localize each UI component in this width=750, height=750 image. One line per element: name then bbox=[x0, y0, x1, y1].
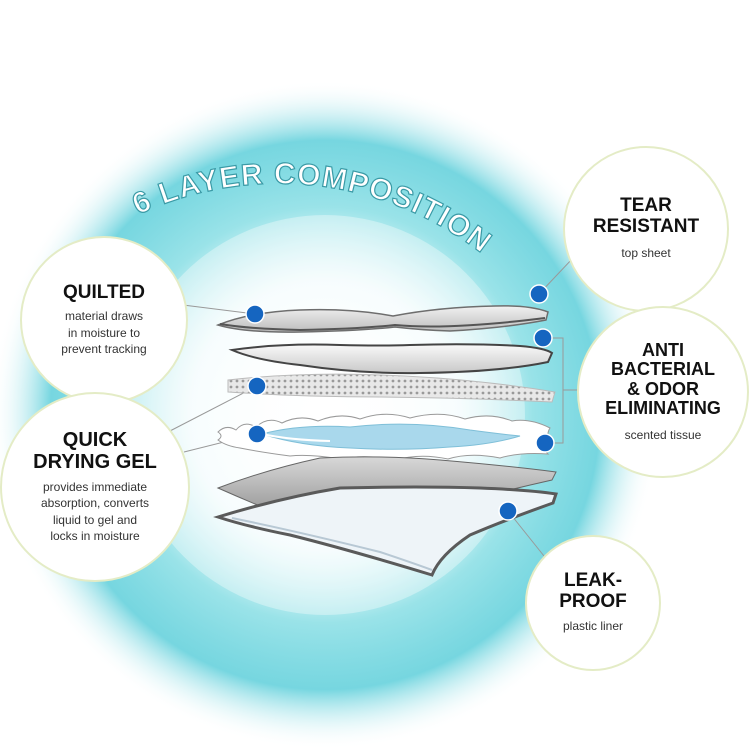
callout-tear-resistant: TEAR RESISTANT top sheet bbox=[563, 146, 729, 312]
layer-quilted-sheet bbox=[228, 343, 554, 375]
callout-quilted: QUILTED material draws in moisture to pr… bbox=[20, 236, 188, 404]
callout-heading: TEAR RESISTANT bbox=[592, 195, 700, 237]
callout-description: plastic liner bbox=[562, 619, 624, 634]
layer-mesh-tissue bbox=[227, 373, 556, 403]
callout-description: top sheet bbox=[621, 246, 671, 261]
callout-leak-proof: LEAK- PROOF plastic liner bbox=[525, 535, 661, 671]
callout-anti-bacterial: ANTI BACTERIAL & ODOR ELIMINATING scente… bbox=[577, 306, 749, 478]
callout-description: scented tissue bbox=[624, 427, 702, 442]
callout-heading: QUILTED bbox=[63, 281, 145, 303]
callout-dots bbox=[245, 284, 555, 521]
callout-heading: LEAK- PROOF bbox=[559, 570, 627, 612]
layer-plastic-liner bbox=[213, 485, 558, 577]
callout-quick-drying-gel: QUICK DRYING GEL provides immediate abso… bbox=[0, 392, 190, 582]
teal-glow bbox=[0, 80, 660, 750]
callout-heading: ANTI BACTERIAL & ODOR ELIMINATING bbox=[605, 340, 721, 419]
callout-heading: QUICK DRYING GEL bbox=[33, 429, 157, 473]
callout-description: provides immediate absorption, converts … bbox=[40, 480, 150, 543]
layer-gel bbox=[260, 423, 521, 450]
callout-description: material draws in moisture to prevent tr… bbox=[61, 309, 147, 356]
